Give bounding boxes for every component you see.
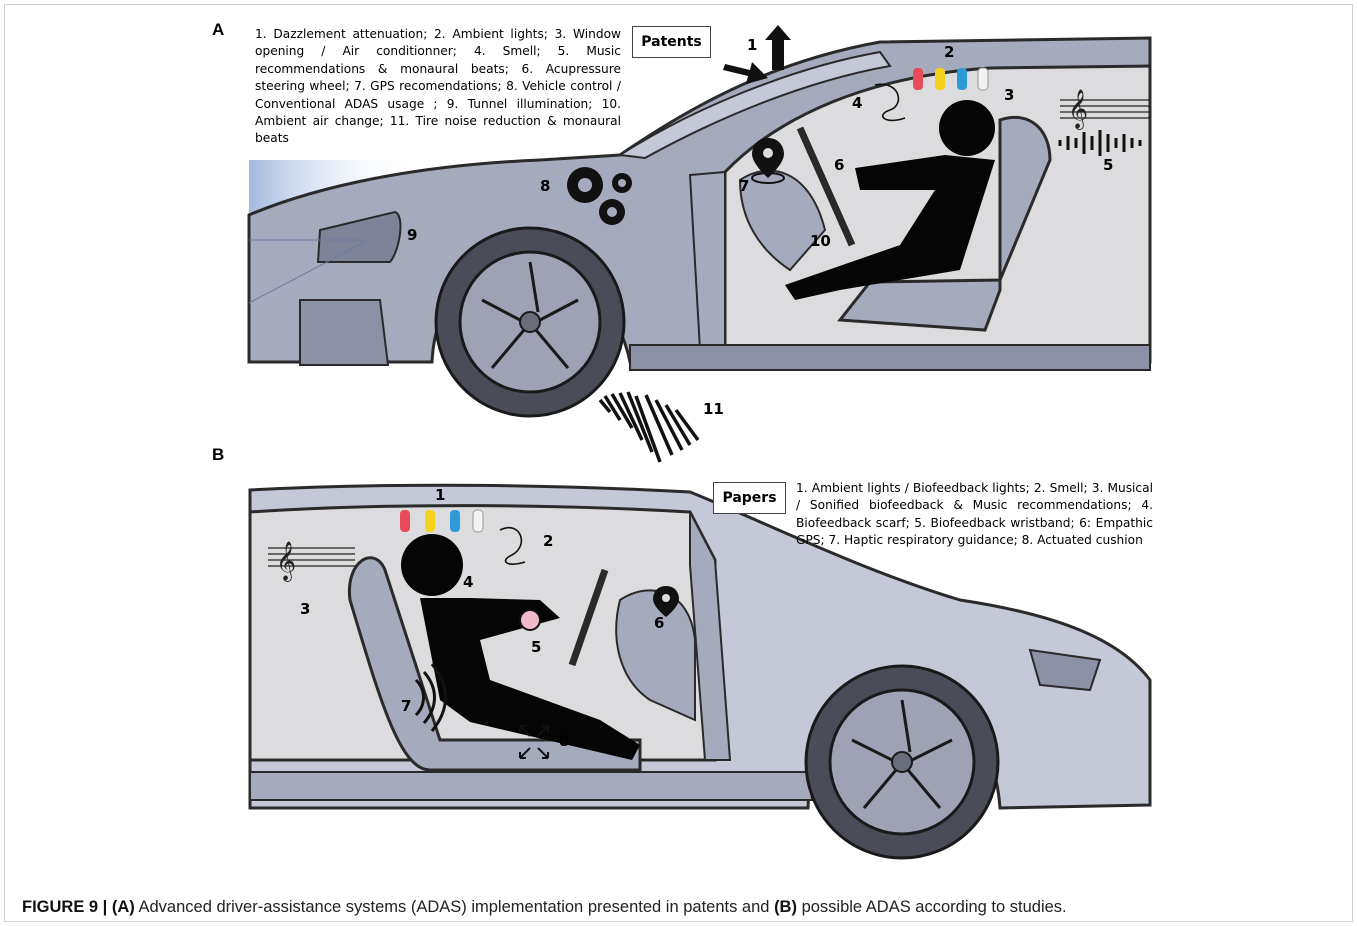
caption-figure-label: FIGURE 9 | (22, 898, 107, 916)
panel-b-tag: Papers (713, 482, 786, 514)
bumper-a (300, 300, 388, 365)
sill-a (630, 345, 1150, 370)
label-b-2: 2 (543, 532, 553, 550)
svg-text:𝄞: 𝄞 (276, 541, 296, 582)
label-a-5: 5 (1103, 156, 1113, 174)
front-wheel-a (436, 228, 624, 416)
label-a-6: 6 (834, 156, 844, 174)
label-a-2: 2 (944, 43, 954, 61)
label-a-9: 9 (407, 226, 417, 244)
label-b-6: 6 (654, 614, 664, 632)
tire-noise-wave-icon (600, 392, 698, 462)
label-a-3: 3 (1004, 86, 1014, 104)
label-b-8: 8 (559, 732, 569, 750)
panel-b-letter: B (212, 445, 224, 465)
front-wheel-b (806, 666, 998, 858)
caption-a-label: (A) (112, 898, 135, 916)
wristband-icon (520, 610, 540, 630)
label-b-4: 4 (463, 573, 473, 591)
label-b-3: 3 (300, 600, 310, 618)
label-b-1: 1 (435, 486, 445, 504)
caption-text-2: possible ADAS according to studies. (802, 898, 1067, 916)
label-b-7: 7 (401, 697, 411, 715)
svg-text:𝄞: 𝄞 (1068, 89, 1088, 130)
panel-b-description: 1. Ambient lights / Biofeedback lights; … (796, 480, 1153, 550)
label-a-7: 7 (739, 177, 749, 195)
label-a-10: 10 (810, 232, 831, 250)
label-a-11: 11 (703, 400, 724, 418)
label-a-4: 4 (852, 94, 862, 112)
figure-caption: FIGURE 9 | (A) Advanced driver-assistanc… (22, 898, 1067, 917)
sill-b (250, 772, 812, 800)
label-a-8: 8 (540, 177, 550, 195)
label-b-5: 5 (531, 638, 541, 656)
label-a-1: 1 (747, 36, 757, 54)
caption-b-label: (B) (774, 898, 797, 916)
caption-text-1: Advanced driver-assistance systems (ADAS… (138, 898, 769, 916)
